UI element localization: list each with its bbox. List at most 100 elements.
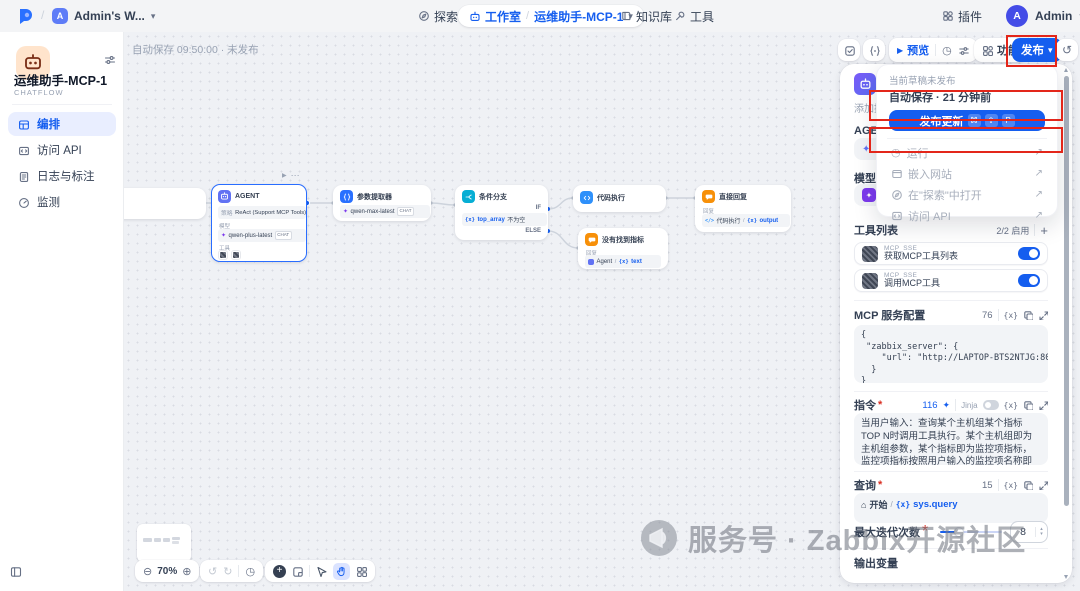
nav-knowledge[interactable]: 知识库 — [620, 5, 672, 27]
collapse-sidebar-icon[interactable] — [10, 566, 25, 581]
expand-icon[interactable] — [1038, 310, 1048, 320]
copy-icon[interactable] — [1023, 480, 1033, 490]
tool-mini-icon — [218, 250, 228, 260]
workspace-selector[interactable]: A Admin's W... ▾ — [52, 5, 155, 27]
node-agent[interactable]: AGENT 策略 ReAct (Support MCP Tools) 模型 ✦ … — [211, 184, 307, 262]
node-hover-controls[interactable]: ▶ ⋯ — [282, 170, 300, 181]
history-controls: ↺ ↻ ◷ — [200, 560, 264, 582]
expand-icon[interactable] — [1038, 400, 1048, 410]
reply-label: 回复 — [586, 251, 598, 257]
nav-app-name[interactable]: 运维助手-MCP-1 — [534, 9, 624, 24]
sidebar-item-logs[interactable]: 日志与标注 — [8, 164, 116, 188]
tools-label: 工具 — [219, 246, 231, 252]
node-parameter-extractor[interactable]: 参数提取器 ✦ qwen-max-latest CHAT — [333, 185, 431, 221]
output-vars-label: 输出变量 — [854, 558, 898, 570]
nav-tools[interactable]: 工具 — [674, 5, 714, 27]
app-settings-icon[interactable] — [104, 54, 116, 66]
auto-layout-icon[interactable] — [356, 566, 367, 577]
studio-robot-icon — [470, 11, 480, 21]
node-code[interactable]: 代码执行 — [573, 185, 666, 212]
version-history-button[interactable]: ↺ — [1056, 39, 1078, 61]
stepper-down-icon[interactable]: ▾ — [1040, 531, 1043, 537]
expand-icon[interactable] — [1038, 480, 1048, 490]
node-more-icon[interactable]: ⋯ — [290, 170, 300, 180]
scroll-up-arrow[interactable] — [1064, 68, 1068, 72]
nav-tools-label: 工具 — [690, 9, 715, 24]
menu-item-run[interactable]: ◷ 运行 ↗ — [889, 142, 1045, 163]
ref-node-name: 代码执行 — [716, 219, 741, 225]
add-tool-button[interactable]: + — [1040, 222, 1048, 238]
scrollbar-thumb[interactable] — [1064, 76, 1069, 506]
minimap[interactable] — [137, 524, 191, 562]
zoom-out-icon[interactable]: ⊖ — [143, 565, 153, 578]
instruction-editor[interactable]: 当用户输入：查询某个主机组某个指标TOP N时调用工具执行。某个主机组即为主机组… — [854, 413, 1048, 465]
add-note-icon[interactable] — [292, 566, 303, 577]
tool-toggle[interactable] — [1018, 247, 1040, 260]
nav-knowledge-label: 知识库 — [636, 9, 673, 24]
stepper-up-icon[interactable]: ▴ — [1040, 526, 1043, 532]
variable-icon: {x} — [747, 217, 758, 224]
tool-item[interactable]: MCP_SSE 调用MCP工具 — [854, 269, 1048, 292]
node-play-icon[interactable]: ▶ — [282, 173, 287, 179]
user-menu[interactable]: A Admin ▾ — [1006, 5, 1080, 27]
studio-breadcrumb-pill[interactable]: 工作室 / 运维助手-MCP-1 ▾ — [458, 5, 644, 27]
hand-mode-button[interactable] — [333, 562, 350, 580]
add-node-button[interactable]: + — [273, 564, 286, 578]
ref-slash: / — [890, 500, 893, 509]
max-iterations-input[interactable]: 8 ▴ ▾ — [1010, 521, 1048, 543]
app-logo[interactable] — [16, 7, 34, 25]
sidebar-item-api[interactable]: 访问 API — [8, 138, 116, 162]
run-history-icon[interactable]: ◷ — [942, 44, 952, 57]
pointer-mode-icon[interactable] — [316, 566, 327, 577]
number-stepper[interactable]: ▴ ▾ — [1035, 527, 1047, 537]
max-iterations-slider[interactable] — [940, 527, 1002, 537]
menu-item-access-api[interactable]: 访问 API ↗ — [889, 205, 1045, 226]
sidebar-divider — [12, 104, 112, 105]
scroll-down-arrow[interactable] — [1064, 575, 1068, 579]
redo-icon[interactable]: ↻ — [223, 565, 233, 578]
zoom-level[interactable]: 70% — [157, 565, 178, 577]
zoom-in-icon[interactable]: ⊕ — [182, 565, 192, 578]
jinja-toggle[interactable] — [982, 400, 999, 410]
mcp-config-editor[interactable]: { "zabbix_server": { "url": "http://LAPT… — [854, 325, 1048, 383]
menu-item-label: 在"探索"中打开 — [908, 189, 982, 202]
tool-item[interactable]: MCP_SSE 获取MCP工具列表 — [854, 242, 1048, 265]
node-title: 参数提取器 — [357, 193, 392, 201]
topbar: / A Admin's W... ▾ 探索 工作室 / 运维助手-MCP-1 ▾… — [0, 0, 1080, 32]
chevron-down-icon[interactable]: ▾ — [628, 10, 633, 21]
query-editor[interactable]: ⌂ 开始 / {x} sys.query — [854, 493, 1048, 523]
tool-toggle[interactable] — [1018, 274, 1040, 287]
max-iterations-value[interactable]: 8 — [1020, 526, 1026, 538]
kbd-cmd: ⌘ — [967, 114, 981, 127]
sidebar-item-label: 监测 — [37, 197, 60, 209]
panel-scrollbar[interactable] — [1063, 68, 1070, 579]
checklist-icon — [844, 45, 855, 56]
strategy-label: 策略 — [221, 211, 233, 217]
publish-button[interactable]: 发布 ▾ — [1012, 38, 1062, 62]
menu-item-embed[interactable]: 嵌入网站 ↗ — [889, 163, 1045, 184]
checklist-button[interactable] — [838, 39, 860, 61]
node-answer-no-metric[interactable]: 没有找到指标 回复 Agent / {x} text — [578, 228, 668, 269]
nav-studio-label[interactable]: 工作室 — [485, 9, 522, 24]
publish-update-button[interactable]: 发布更新 ⌘ ⇧ P — [889, 110, 1045, 131]
toggle-settings-icon[interactable] — [958, 45, 969, 56]
model-provider-icon: ✦ — [862, 188, 876, 202]
chevron-down-icon: ▾ — [1048, 44, 1053, 55]
env-variables-button[interactable] — [863, 39, 885, 61]
preview-button[interactable]: ▶ 预览 — [897, 42, 929, 58]
sidebar-item-orchestrate[interactable]: 编排 — [8, 112, 116, 136]
nav-plugins[interactable]: 插件 — [942, 5, 982, 27]
change-history-icon[interactable]: ◷ — [245, 565, 256, 578]
slider-handle[interactable] — [954, 527, 965, 537]
menu-item-open-in-explore[interactable]: 在"探索"中打开 ↗ — [889, 184, 1045, 205]
undo-icon[interactable]: ↺ — [208, 565, 218, 578]
run-clock-icon: ◷ — [891, 147, 901, 159]
node-answer[interactable]: 直接回复 回复 </> 代码执行 / {x} output — [695, 185, 791, 232]
node-if-else[interactable]: 条件分支 IF {x} top_array 不为空 ELSE — [455, 185, 548, 240]
copy-icon[interactable] — [1023, 310, 1033, 320]
sidebar-item-monitor[interactable]: 监测 — [8, 190, 116, 214]
nav-explore[interactable]: 探索 — [418, 5, 458, 27]
node-start[interactable] — [124, 188, 206, 219]
copy-icon[interactable] — [1023, 400, 1033, 410]
generate-icon[interactable]: ✦ — [942, 399, 951, 410]
